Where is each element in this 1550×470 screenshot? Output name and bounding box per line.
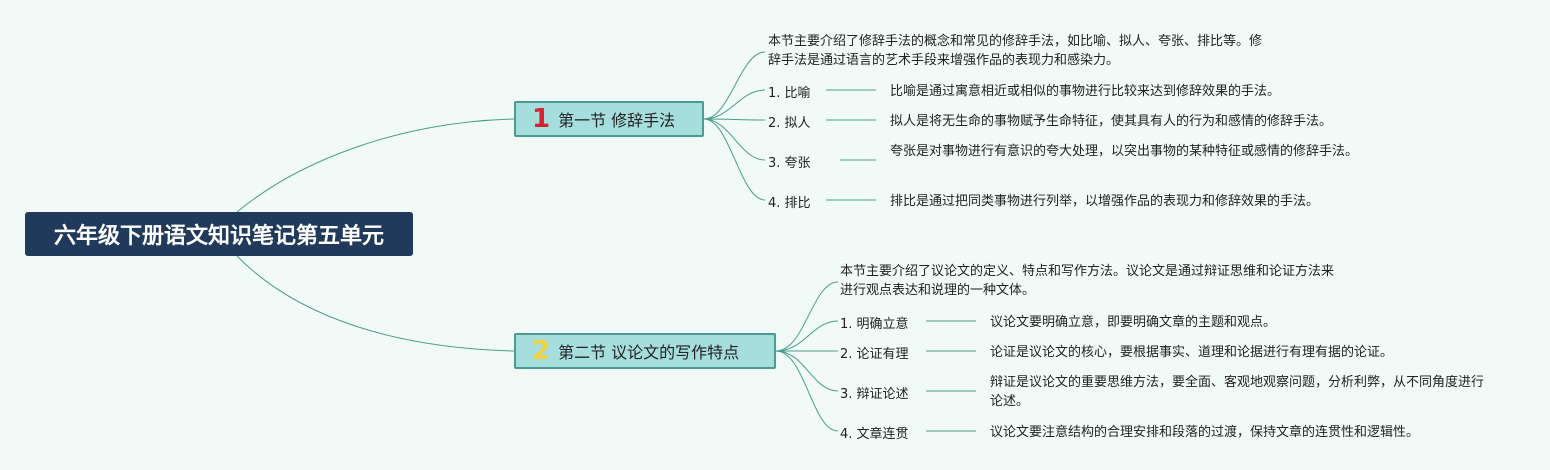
section-1-item-1-desc[interactable]: 比喻是通过寓意相近或相似的事物进行比较来达到修辞效果的手法。 bbox=[890, 84, 1281, 99]
section-2-title: 第二节 议论文的写作特点 bbox=[558, 343, 740, 362]
section-1-summary[interactable]: 本节主要介绍了修辞手法的概念和常见的修辞手法，如比喻、拟人、夸张、排比等。修辞手… bbox=[768, 34, 1263, 68]
section-2-item-3-label[interactable]: 3. 辩证论述 bbox=[840, 387, 909, 402]
section-1-item-3-desc[interactable]: 夸张是对事物进行有意识的夸大处理，以突出事物的某种特征或感情的修辞手法。 bbox=[890, 144, 1359, 159]
section-1-item-4-label[interactable]: 4. 排比 bbox=[768, 196, 811, 211]
section-2-item-4-label[interactable]: 4. 文章连贯 bbox=[840, 427, 909, 442]
section-1-item-2-desc[interactable]: 拟人是将无生命的事物赋予生命特征，使其具有人的行为和感情的修辞手法。 bbox=[890, 114, 1333, 129]
section-2-item-2-label[interactable]: 2. 论证有理 bbox=[840, 347, 909, 362]
section-1-item-4-desc[interactable]: 排比是通过把同类事物进行列举，以增强作品的表现力和修辞效果的手法。 bbox=[890, 194, 1320, 209]
section-2-number-badge: 2 bbox=[532, 336, 551, 366]
root-title: 六年级下册语文知识笔记第五单元 bbox=[53, 224, 384, 249]
section-1-item-2-label[interactable]: 2. 拟人 bbox=[768, 116, 811, 131]
section-1-title: 第一节 修辞手法 bbox=[558, 111, 676, 130]
section-2-item-1-label[interactable]: 1. 明确立意 bbox=[840, 317, 909, 332]
section-2-item-2-desc[interactable]: 论证是议论文的核心，要根据事实、道理和论据进行有理有据的论证。 bbox=[990, 345, 1394, 360]
section-2-node[interactable]: 2 第二节 议论文的写作特点 bbox=[514, 333, 776, 369]
section-2-item-3-desc[interactable]: 辩证是议论文的重要思维方法，要全面、客观地观察问题，分析利弊，从不同角度进行论述… bbox=[990, 375, 1485, 409]
section-1-item-3-label[interactable]: 3. 夸张 bbox=[768, 156, 811, 171]
section-2-item-1-desc[interactable]: 议论文要明确立意，即要明确文章的主题和观点。 bbox=[990, 315, 1277, 330]
section-1-item-1-label[interactable]: 1. 比喻 bbox=[768, 86, 811, 101]
section-2-summary[interactable]: 本节主要介绍了议论文的定义、特点和写作方法。议论文是通过辩证思维和论证方法来进行… bbox=[840, 264, 1335, 298]
section-1-node[interactable]: 1 第一节 修辞手法 bbox=[514, 101, 704, 137]
section-1-number-badge: 1 bbox=[532, 104, 551, 134]
section-2-item-4-desc[interactable]: 议论文要注意结构的合理安排和段落的过渡，保持文章的连贯性和逻辑性。 bbox=[990, 425, 1420, 440]
root-topic[interactable]: 六年级下册语文知识笔记第五单元 bbox=[25, 212, 413, 256]
